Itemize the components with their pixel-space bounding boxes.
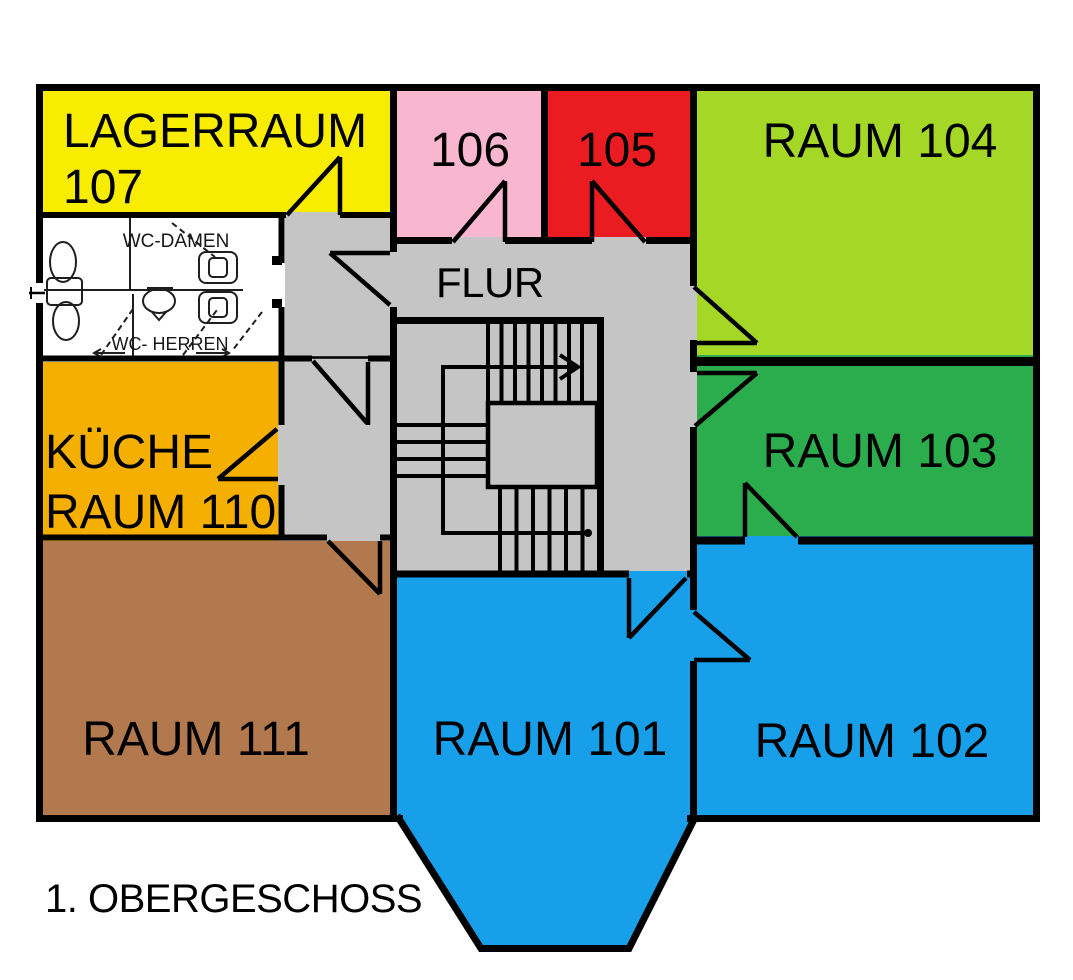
door-swing-vestibule-upper xyxy=(328,250,392,307)
door-swing-106 xyxy=(451,179,508,244)
wc-sink xyxy=(46,277,83,306)
door-swing-104 xyxy=(692,285,759,346)
room-107-label-line2: 107 xyxy=(63,161,143,214)
room-110-label-line2: RAUM 110 xyxy=(45,486,276,539)
room-103-label: RAUM 103 xyxy=(763,425,998,478)
door-swing-105 xyxy=(589,179,647,244)
door-swing-vestibule-lower xyxy=(311,359,371,425)
wall-layer xyxy=(36,84,1040,952)
room-107-label-line1: LAGERRAUM xyxy=(63,105,367,158)
room-110-area xyxy=(36,355,285,541)
staircase xyxy=(397,324,600,571)
room-104-label: RAUM 104 xyxy=(763,115,998,168)
room-103-area xyxy=(690,355,1040,544)
outer-walls xyxy=(36,84,1040,952)
door-swing-102 xyxy=(692,610,752,663)
door-swing-110 xyxy=(216,427,279,482)
wc-toilet-tank-top-inner xyxy=(208,257,228,278)
floor-title: 1. OBERGESCHOSS xyxy=(45,877,422,921)
wc-herren-label: WC- HERREN xyxy=(112,334,229,354)
room-fill-layer xyxy=(36,84,1040,950)
room-111-area xyxy=(36,534,397,822)
inner-walls-left xyxy=(36,212,397,541)
door-swing-103 xyxy=(693,370,759,428)
room-110-label-line1: KÜCHE xyxy=(45,426,213,479)
vestibule-upper-area xyxy=(278,212,397,362)
stair-direction-arrowhead-icon xyxy=(558,353,582,381)
wc-door-swing-entry xyxy=(231,311,263,352)
room-102-label: RAUM 102 xyxy=(755,715,990,768)
stair-direction-start-dot xyxy=(584,529,592,537)
room-111-label: RAUM 111 xyxy=(82,713,310,766)
window-gap xyxy=(29,283,45,303)
room-104-area xyxy=(690,84,1040,366)
door-swing-103-102 xyxy=(742,481,799,539)
room-105-label: 105 xyxy=(577,124,657,177)
room-105-area xyxy=(541,84,697,244)
room-107-area xyxy=(36,84,397,218)
stair-treads-top-flight xyxy=(486,324,584,403)
wc-toilet-base xyxy=(151,311,167,322)
vestibule-lower-area xyxy=(278,355,397,541)
room-102-area xyxy=(690,536,1040,822)
stair-landing xyxy=(485,400,600,490)
room-101-label: RAUM 101 xyxy=(433,713,668,766)
wc-door-jamb-bottom xyxy=(272,299,282,308)
wc-toilet-tank-top xyxy=(198,251,238,284)
stair-treads-bottom-flight xyxy=(498,487,585,571)
wc-damen-label: WC-DAMEN xyxy=(123,231,230,252)
wc-fixture-oval-top xyxy=(49,241,77,283)
stair-direction-line xyxy=(441,365,588,535)
wc-toilet-tank-bottom-inner xyxy=(208,297,228,318)
wc-door-jamb-top xyxy=(272,256,282,265)
room-101-area xyxy=(390,571,697,950)
room-106-area xyxy=(390,84,548,244)
inner-walls-main xyxy=(390,84,697,822)
wc-fixture-oval-bottom xyxy=(52,301,80,341)
door-swing-111 xyxy=(326,539,383,596)
wc-toilet-tank-bottom xyxy=(198,291,238,324)
door-layer xyxy=(216,155,799,663)
wc-fixtures xyxy=(43,215,282,358)
label-layer: LAGERRAUM 107 106 105 RAUM 104 RAUM 103 … xyxy=(45,105,997,921)
wc-door-swing-top xyxy=(171,222,216,258)
door-swing-101 xyxy=(626,576,688,640)
room-106-label: 106 xyxy=(430,124,510,177)
corridor-label: FLUR xyxy=(436,259,544,306)
door-swing-107 xyxy=(285,155,343,217)
